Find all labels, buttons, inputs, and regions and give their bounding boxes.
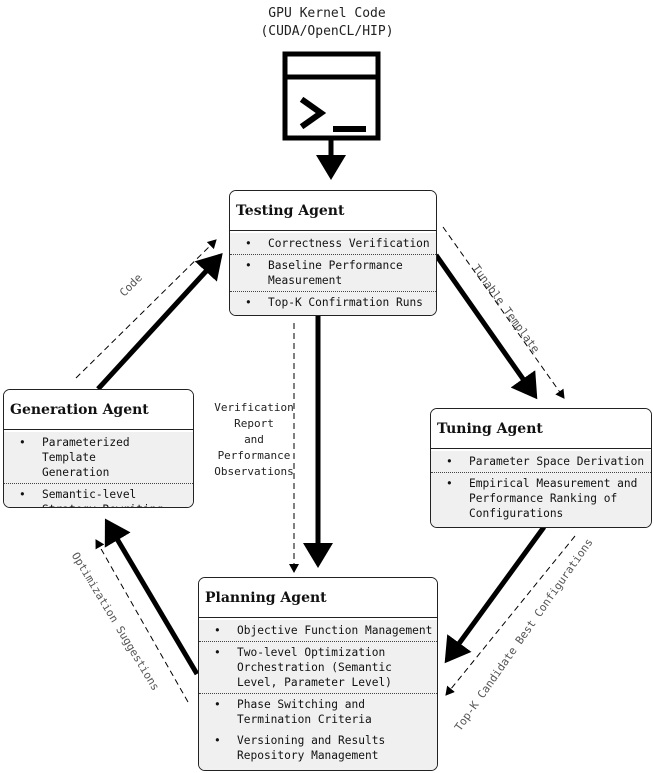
bullet-icon: •: [245, 296, 252, 309]
verification-label: Verification Report and Performance Obse…: [214, 401, 294, 478]
tuning-to-planning-arrow: [444, 525, 547, 664]
generation-agent-list: •Parameterized Template Generation •Sema…: [4, 432, 193, 507]
generation-item-rewriting: •Semantic-level Strategy Rewriting: [19, 488, 163, 507]
generation-to-testing-arrow: [96, 253, 223, 391]
bullet-icon: •: [214, 734, 221, 747]
planning-to-generation-arrow: [104, 518, 200, 676]
generation-item-template: •Parameterized Template Generation: [4, 432, 193, 484]
input-title: GPU Kernel Code: [268, 6, 386, 21]
planning-item-versioning: •Versioning and Results Repository Manag…: [214, 734, 386, 762]
bullet-icon: •: [446, 477, 453, 490]
tuning-agent-box: Tuning Agent •Parameter Space Derivation…: [430, 408, 652, 528]
testing-agent-box: Testing Agent •Correctness Verification …: [229, 190, 437, 316]
planning-item-phase: •Phase Switching and Termination Criteri…: [214, 698, 372, 726]
tuning-item-ranking: •Empirical Measurement and Performance R…: [446, 477, 638, 520]
bullet-icon: •: [214, 698, 221, 711]
testing-item-correctness: •Correctness Verification: [230, 233, 436, 255]
bullet-icon: •: [214, 624, 221, 637]
planning-item-orchestration: •Two-level Optimization Orchestration (S…: [199, 642, 437, 694]
bullet-icon: •: [19, 488, 26, 501]
testing-to-tuning-arrow: [433, 253, 538, 400]
top-k-dashed-arrow: [445, 535, 576, 696]
generation-agent-title: Generation Agent: [4, 390, 193, 430]
bullet-icon: •: [245, 237, 252, 250]
planning-agent-box: Planning Agent •Objective Function Manag…: [198, 577, 438, 771]
bullet-icon: •: [245, 259, 252, 272]
testing-agent-list: •Correctness Verification •Baseline Perf…: [230, 233, 436, 315]
planning-item-objective: •Objective Function Management: [199, 620, 437, 642]
bullet-icon: •: [446, 455, 453, 468]
tuning-item-space: •Parameter Space Derivation: [431, 451, 651, 473]
terminal-icon: [282, 51, 381, 141]
tunable-template-dashed-arrow: [442, 226, 565, 399]
code-dashed-arrow: [75, 239, 217, 379]
testing-item-baseline: •Baseline Performance Measurement: [230, 255, 436, 292]
testing-item-topk: •Top-K Confirmation Runs: [245, 296, 423, 309]
testing-agent-title: Testing Agent: [230, 191, 436, 231]
tuning-agent-title: Tuning Agent: [431, 409, 651, 449]
optimization-dashed-arrow: [95, 539, 189, 703]
bullet-icon: •: [214, 646, 221, 659]
input-subtitle: (CUDA/OpenCL/HIP): [260, 24, 394, 39]
planning-agent-title: Planning Agent: [199, 578, 437, 618]
bullet-icon: •: [19, 436, 26, 449]
tuning-agent-list: •Parameter Space Derivation •Empirical M…: [431, 451, 651, 527]
generation-agent-box: Generation Agent •Parameterized Template…: [3, 389, 194, 508]
planning-agent-list: •Objective Function Management •Two-leve…: [199, 620, 437, 770]
